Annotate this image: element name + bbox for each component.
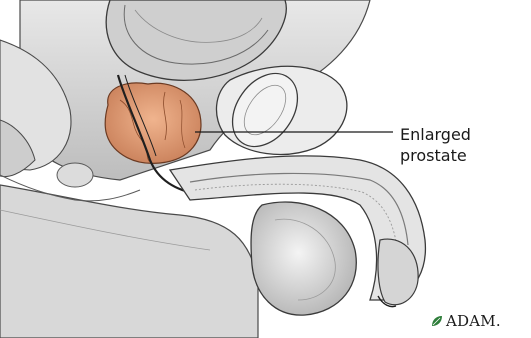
callout-label-line2: prostate — [400, 145, 471, 166]
callout-label-line1: Enlarged — [400, 124, 471, 145]
adam-logo: ADAM. — [430, 312, 501, 330]
thigh-region — [0, 185, 258, 338]
enlarged-prostate — [105, 83, 201, 163]
leaf-icon — [430, 314, 444, 328]
callout-label: Enlarged prostate — [400, 124, 471, 166]
logo-text: ADAM. — [446, 312, 501, 330]
scrotum — [251, 202, 356, 315]
